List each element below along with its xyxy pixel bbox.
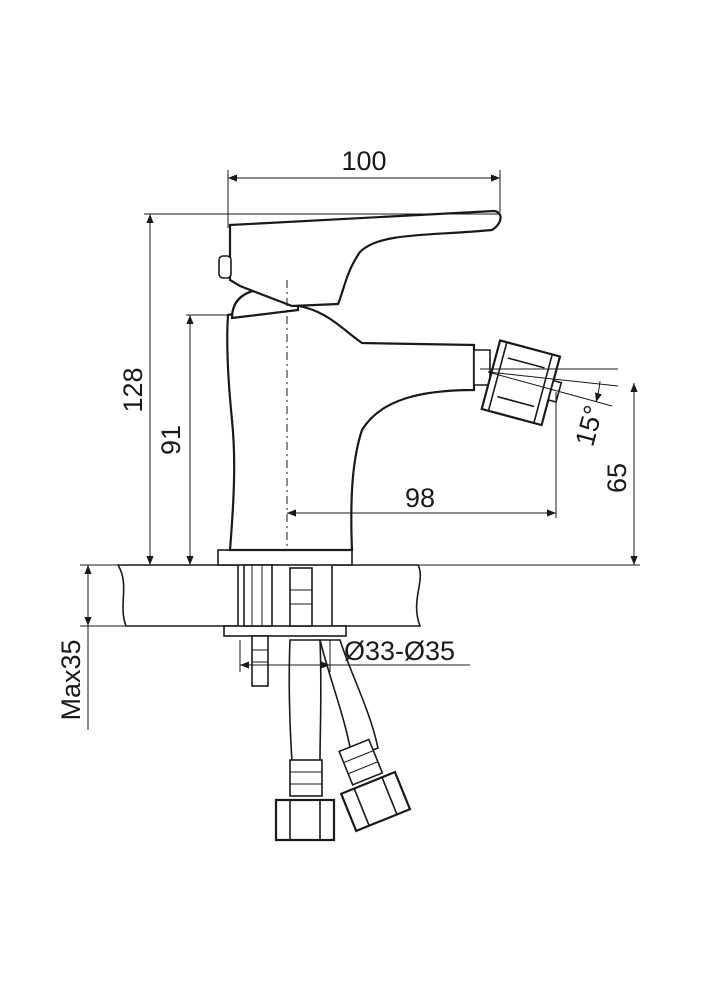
dimension-spout-height: 65	[352, 368, 640, 566]
dimension-hole-diameter-label: Ø33-Ø35	[344, 636, 455, 666]
dimension-max-thickness-label: Max35	[56, 639, 86, 720]
dimension-width-top-label: 100	[341, 146, 386, 176]
flexible-hoses	[274, 639, 412, 842]
faucet-body	[218, 209, 563, 552]
dimension-height-total-label: 128	[118, 367, 148, 412]
dimension-height-total: 128	[118, 213, 500, 566]
dimension-height-body: 91	[156, 314, 230, 565]
dimension-width-top: 100	[227, 146, 501, 228]
dimension-spout-angle-label: 15°	[570, 402, 610, 449]
dimension-height-body-label: 91	[156, 425, 186, 455]
dimension-hole-diameter: Ø33-Ø35	[239, 636, 470, 672]
base-flange	[217, 549, 353, 687]
dimension-spout-height-label: 65	[602, 463, 632, 493]
dimension-spout-reach-label: 98	[405, 483, 435, 513]
dimension-max-thickness: Max35	[56, 564, 126, 730]
dimension-spout-reach: 98	[287, 392, 557, 518]
